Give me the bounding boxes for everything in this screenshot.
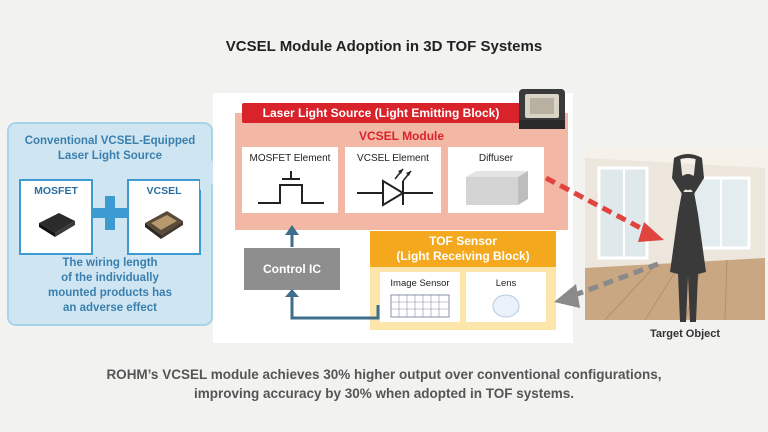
mosfet-element: MOSFET Element <box>242 147 338 213</box>
diffuser-element: Diffuser <box>448 147 544 213</box>
light-path-arrows <box>544 175 664 308</box>
mosfet-element-label: MOSFET Element <box>249 153 331 164</box>
conventional-note: The wiring length of the individually mo… <box>9 256 211 316</box>
laser-header: Laser Light Source (Light Emitting Block… <box>242 103 520 123</box>
footer-line1: ROHM’s VCSEL module achieves 30% higher … <box>106 367 662 382</box>
vcsel-module-chip-icon <box>519 89 565 129</box>
conventional-callout: Conventional VCSEL-Equipped Laser Light … <box>7 122 213 326</box>
vcsel-element-label: VCSEL Element <box>357 153 429 164</box>
mosfet-part-box: MOSFET <box>19 179 93 255</box>
control-connectors <box>285 225 380 320</box>
vcsel-part-box: VCSEL <box>127 179 201 255</box>
tof-header-line1: TOF Sensor <box>429 234 497 248</box>
laser-diode-symbol-icon <box>357 168 433 207</box>
diffuser-block-icon <box>466 171 528 205</box>
tof-header: TOF Sensor (Light Receiving Block) <box>370 231 556 267</box>
control-ic: Control IC <box>244 248 340 290</box>
target-object-label: Target Object <box>649 328 721 340</box>
vcsel-module-label: VCSEL Module <box>358 129 445 143</box>
image-sensor-grid-icon <box>390 294 450 318</box>
note-line: of the individually <box>61 272 159 284</box>
footer-caption: ROHM’s VCSEL module achieves 30% higher … <box>0 365 768 403</box>
tof-header-line2: (Light Receiving Block) <box>396 249 530 263</box>
footer-line2: improving accuracy by 30% when adopted i… <box>193 386 575 401</box>
mosfet-part-label: MOSFET <box>34 185 78 197</box>
vcsel-chip-icon <box>145 211 183 239</box>
lens-icon <box>492 294 520 318</box>
reflected-light-arrowhead <box>554 284 580 308</box>
diffuser-element-label: Diffuser <box>478 153 514 164</box>
conventional-title-line1: Conventional VCSEL-Equipped <box>24 135 196 147</box>
outgoing-light-arrowhead <box>638 222 664 242</box>
conventional-title-line2: Laser Light Source <box>57 150 163 162</box>
image-sensor-label: Image Sensor <box>390 278 450 289</box>
mosfet-symbol-icon <box>258 171 324 204</box>
note-line: mounted products has <box>48 287 172 299</box>
vcsel-element: VCSEL Element <box>345 147 441 213</box>
conventional-title: Conventional VCSEL-Equipped Laser Light … <box>9 134 211 164</box>
diagram-title: VCSEL Module Adoption in 3D TOF Systems <box>225 38 543 55</box>
target-person-silhouette <box>670 154 706 322</box>
lens-label: Lens <box>495 278 517 289</box>
note-line: an adverse effect <box>63 302 157 314</box>
note-line: The wiring length <box>62 257 158 269</box>
vcsel-part-label: VCSEL <box>146 185 182 197</box>
lens-element: Lens <box>466 272 546 322</box>
mosfet-chip-icon <box>39 213 75 237</box>
plus-icon <box>93 196 127 230</box>
image-sensor-element: Image Sensor <box>380 272 460 322</box>
